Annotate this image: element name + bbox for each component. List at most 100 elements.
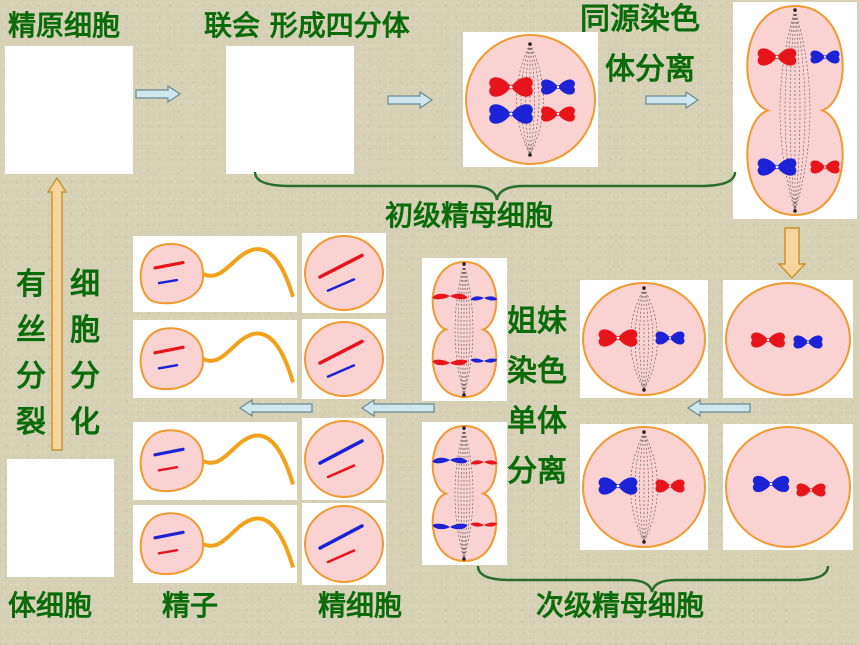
synapsis-placeholder (226, 46, 354, 174)
spindle-fiber (784, 9, 796, 212)
anaphase-ii-cell-top (422, 258, 507, 401)
x-chromosome (757, 158, 797, 176)
chromatid-arm (757, 54, 777, 66)
centromere (806, 340, 810, 344)
cell-membrane (582, 282, 706, 396)
chromosome (318, 439, 364, 465)
chromosome (318, 524, 364, 550)
chromatid-arm (771, 481, 790, 493)
chromosome (157, 278, 179, 285)
sperm-head (139, 429, 205, 493)
primary-spermatocyte-bracket (253, 171, 737, 201)
spindle-fiber (454, 427, 465, 560)
chromatid-arm (811, 488, 826, 497)
centriole (462, 393, 466, 397)
spindle-fiber (463, 263, 468, 396)
arrow-to-sperm (238, 398, 313, 418)
sperm-tail (202, 247, 295, 298)
arrow-to-metaphase-ii (686, 398, 751, 418)
arrow-to-spermatid (360, 398, 435, 418)
chromatid-arm (825, 55, 840, 64)
centriole (462, 557, 466, 561)
label-secondary-spermatocyte: 次级精母细胞 (536, 589, 705, 622)
chromatid-arm (470, 358, 484, 363)
chromosome (157, 466, 179, 472)
sperm-cell-1 (133, 236, 297, 312)
chromatid-arm (655, 484, 670, 493)
arrow-to-tetrad (387, 90, 434, 110)
chromatid-arm (432, 457, 450, 464)
spermatid-cell-3 (302, 418, 386, 500)
x-chromosome (796, 483, 826, 497)
chromatid-arm (558, 84, 575, 95)
chromosome (153, 447, 185, 457)
sperm-tail (202, 331, 295, 383)
sperm-tail (202, 516, 295, 568)
label-differentiation-char: 胞 (70, 313, 100, 348)
chromatid-arm (470, 460, 484, 465)
centriole (642, 430, 646, 434)
v-chromosome (432, 359, 468, 366)
label-mitosis: 有 丝 分 裂 (14, 262, 48, 446)
chromatid-arm (777, 54, 797, 66)
label-mitosis-char: 分 (16, 359, 46, 394)
spindle-fiber (520, 43, 531, 156)
chromatid-arm (796, 488, 811, 497)
x-chromosome (489, 77, 533, 97)
spindle-fiber (463, 427, 474, 560)
x-chromosome (751, 332, 785, 348)
secondary-cell-bottom (723, 424, 853, 550)
chromosome (326, 278, 356, 292)
centromere (668, 336, 672, 340)
spindle-fiber (463, 427, 471, 560)
label-sister-chromatid-4: 分离 (507, 454, 567, 489)
arrow-to-anaphase-i (645, 90, 700, 110)
cell-membrane (431, 260, 498, 399)
chromatid-arm (598, 335, 618, 347)
chromosome (153, 261, 185, 270)
chromatid-arm (618, 483, 638, 495)
label-mitosis-char: 丝 (16, 313, 46, 348)
cell-membrane (304, 321, 384, 397)
label-mitosis-char: 有 (16, 267, 46, 302)
metaphase-ii-cell-top (580, 280, 708, 398)
secondary-cell-top (723, 280, 853, 398)
chromatid-arm (777, 164, 797, 176)
spindle-fiber (454, 263, 465, 396)
chromatid-arm (751, 337, 768, 348)
chromatid-arm (541, 111, 558, 122)
spindle-fiber (457, 427, 465, 560)
centriole (528, 42, 532, 46)
label-differentiation: 细 胞 分 化 (68, 262, 102, 446)
spindle-fiber (794, 9, 811, 212)
chromosome (153, 345, 185, 355)
sperm-cell-3 (133, 422, 297, 500)
centromere (615, 483, 621, 489)
label-somatic-cell: 体细胞 (8, 589, 93, 622)
spindle-fiber (529, 43, 540, 156)
chromatid-arm (484, 358, 498, 363)
label-homolog-separation-line1: 同源染色 (580, 2, 700, 37)
centromere (508, 84, 514, 90)
sperm-head (139, 512, 205, 576)
sperm-cell-4 (133, 505, 297, 583)
centromere (556, 85, 560, 89)
chromatid-arm (598, 483, 618, 495)
chromosome (318, 253, 364, 279)
label-homolog-separation-line2: 体分离 (605, 52, 695, 87)
chromosome (326, 364, 356, 378)
spindle-fiber (789, 9, 796, 212)
spindle-fiber (463, 427, 468, 560)
chromatid-arm (541, 84, 558, 95)
centromere (823, 55, 827, 59)
label-differentiation-char: 细 (70, 267, 100, 302)
chromatid-arm (484, 296, 498, 301)
chromatid-arm (810, 165, 825, 174)
label-sister-chromatid-1: 姐妹 (507, 304, 567, 339)
label-sperm: 精子 (162, 589, 219, 622)
metaphase-ii-cell-bottom (580, 424, 708, 550)
centriole (642, 388, 646, 392)
chromatid-arm (670, 336, 685, 345)
chromatid-arm (489, 84, 511, 97)
chromosome (153, 530, 185, 540)
